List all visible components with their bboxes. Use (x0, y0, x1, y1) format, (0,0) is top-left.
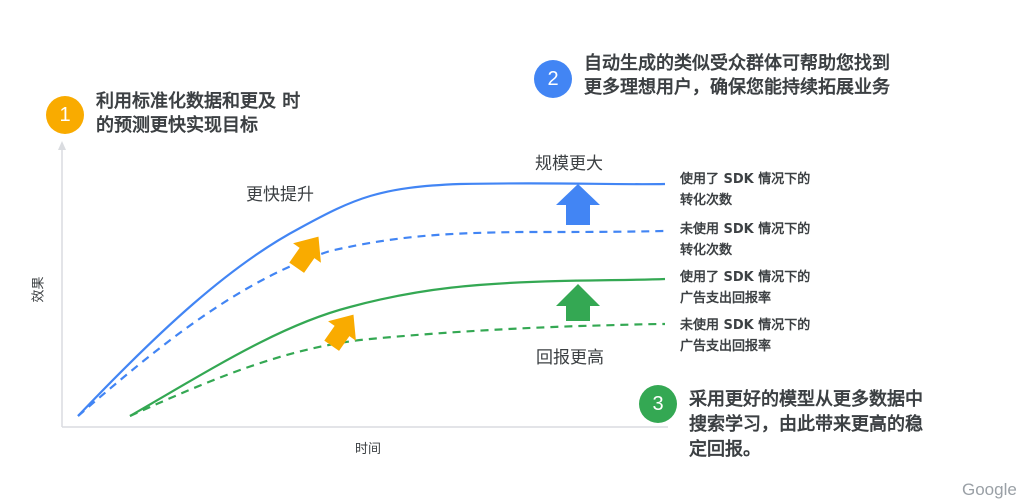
legend-3-line-2: 广告支出回报率 (680, 291, 772, 306)
x-axis-title: 时间 (355, 442, 382, 457)
google-logo: Google (962, 480, 1017, 499)
callout-3-line-3: 定回报。 (689, 439, 761, 460)
callout-3-number: 3 (652, 393, 664, 415)
curve-roas-without-sdk (129, 322, 666, 418)
legend-2-line-2: 转化次数 (680, 243, 733, 258)
callout-1-line-2: 的预测更快实现目标 (96, 115, 258, 136)
legend-2-line-1: 未使用 SDK 情况下的 (680, 222, 811, 237)
callout-1-number: 1 (59, 104, 71, 126)
legend-4-line-1: 未使用 SDK 情况下的 (680, 318, 811, 333)
annotation-higher: 回报更高 (536, 348, 604, 368)
y-axis-title: 效果 (31, 276, 47, 303)
y-axis-arrowhead (58, 141, 66, 150)
legend-conversions-without-sdk: 未使用 SDK 情况下的 转化次数 (680, 219, 810, 261)
faster-arrow-lower (324, 314, 356, 351)
legend-roas-without-sdk: 未使用 SDK 情况下的 广告支出回报率 (680, 315, 810, 357)
callout-3-line-2: 搜索学习，由此带来更高的稳 (689, 414, 923, 435)
callout-1-line-1: 利用标准化数据和更及 时 (96, 91, 301, 112)
callout-1-badge: 1 (46, 96, 84, 134)
legend-1-line-1: 使用了 SDK 情况下的 (680, 172, 811, 187)
legend-1-line-2: 转化次数 (680, 193, 733, 208)
legend-conversions-with-sdk: 使用了 SDK 情况下的 转化次数 (680, 169, 810, 211)
legend-roas-with-sdk: 使用了 SDK 情况下的 广告支出回报率 (680, 267, 810, 309)
callout-2-text: 自动生成的类似受众群体可帮助您找到 更多理想用户，确保您能持续拓展业务 (584, 52, 890, 100)
higher-return-arrow (556, 284, 600, 321)
callout-3-line-1: 采用更好的模型从更多数据中 (689, 389, 923, 410)
curve-conversions-with-sdk (77, 182, 666, 417)
bigger-scale-arrow (556, 184, 600, 225)
annotation-faster: 更快提升 (246, 185, 314, 205)
faster-arrow-upper (289, 236, 321, 273)
legend-3-line-1: 使用了 SDK 情况下的 (680, 270, 811, 285)
callout-2-line-1: 自动生成的类似受众群体可帮助您找到 (584, 53, 890, 74)
callout-1-text: 利用标准化数据和更及 时 的预测更快实现目标 (96, 90, 300, 138)
curve-conversions-without-sdk (77, 229, 666, 417)
callout-2-badge: 2 (534, 60, 572, 98)
curve-roas-with-sdk (129, 277, 666, 417)
annotation-bigger: 规模更大 (535, 154, 603, 174)
callout-3-badge: 3 (639, 385, 677, 423)
legend-4-line-2: 广告支出回报率 (680, 339, 772, 354)
callout-2-number: 2 (547, 68, 559, 90)
callout-3-text: 采用更好的模型从更多数据中 搜索学习，由此带来更高的稳 定回报。 (689, 387, 923, 462)
callout-2-line-2: 更多理想用户，确保您能持续拓展业务 (584, 77, 890, 98)
